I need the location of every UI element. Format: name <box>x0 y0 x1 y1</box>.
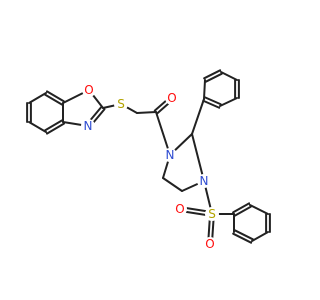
bond-line <box>28 121 47 133</box>
sulfonyl-sulfur-atom: S <box>205 207 219 221</box>
bond-line <box>203 79 206 100</box>
bond-line <box>203 96 222 106</box>
bond-line <box>191 133 205 182</box>
bond-line <box>220 71 238 81</box>
oxazole-nitrogen-label: N <box>84 119 93 133</box>
carbonyl-oxygen-label: O <box>167 91 176 105</box>
bond-line <box>155 111 171 156</box>
bond-line <box>45 122 65 135</box>
atom-labels: O N S O N N S O <box>81 83 219 251</box>
bond-line <box>232 202 251 214</box>
chemical-structure-diagram: O N S O N N S O <box>26 69 271 251</box>
imidazolidine-n1-label: N <box>166 148 175 162</box>
bond-line <box>45 90 65 103</box>
imidazolidine-n3-label: N <box>200 174 209 188</box>
thioether-sulfur-atom: S <box>114 97 128 111</box>
bond-line <box>233 205 252 217</box>
bond-line <box>249 204 269 215</box>
bond-line <box>28 92 47 104</box>
bond-lines <box>26 69 271 246</box>
bond-line <box>44 93 64 106</box>
bond-line <box>162 177 183 192</box>
bond-line <box>203 69 222 80</box>
sulfonyl-oxygen-top-atom: O <box>173 202 187 216</box>
bond-line <box>219 97 238 107</box>
bond-line <box>233 229 254 241</box>
oxazole-nitrogen-atom: N <box>81 119 95 133</box>
sulfonyl-oxygen-bottom-atom: O <box>203 237 217 251</box>
bond-line <box>251 231 269 242</box>
thioether-sulfur-label: S <box>117 97 125 111</box>
carbonyl-oxygen-atom: O <box>165 91 179 105</box>
sulfonyl-oxygen-top-label: O <box>175 202 184 216</box>
bond-line <box>44 119 64 132</box>
bond-line <box>204 72 223 83</box>
bond-line <box>191 98 205 135</box>
oxazole-oxygen-label: O <box>84 83 93 97</box>
sulfonyl-sulfur-label: S <box>208 207 216 221</box>
oxazole-oxygen-atom: O <box>82 83 96 97</box>
imidazolidine-n1-atom: N <box>163 148 177 162</box>
bond-line <box>232 232 253 244</box>
bond-line <box>202 99 221 109</box>
imidazolidine-n3-atom: N <box>197 174 211 188</box>
bond-line <box>136 111 157 114</box>
sulfonyl-oxygen-bottom-label: O <box>205 237 214 251</box>
